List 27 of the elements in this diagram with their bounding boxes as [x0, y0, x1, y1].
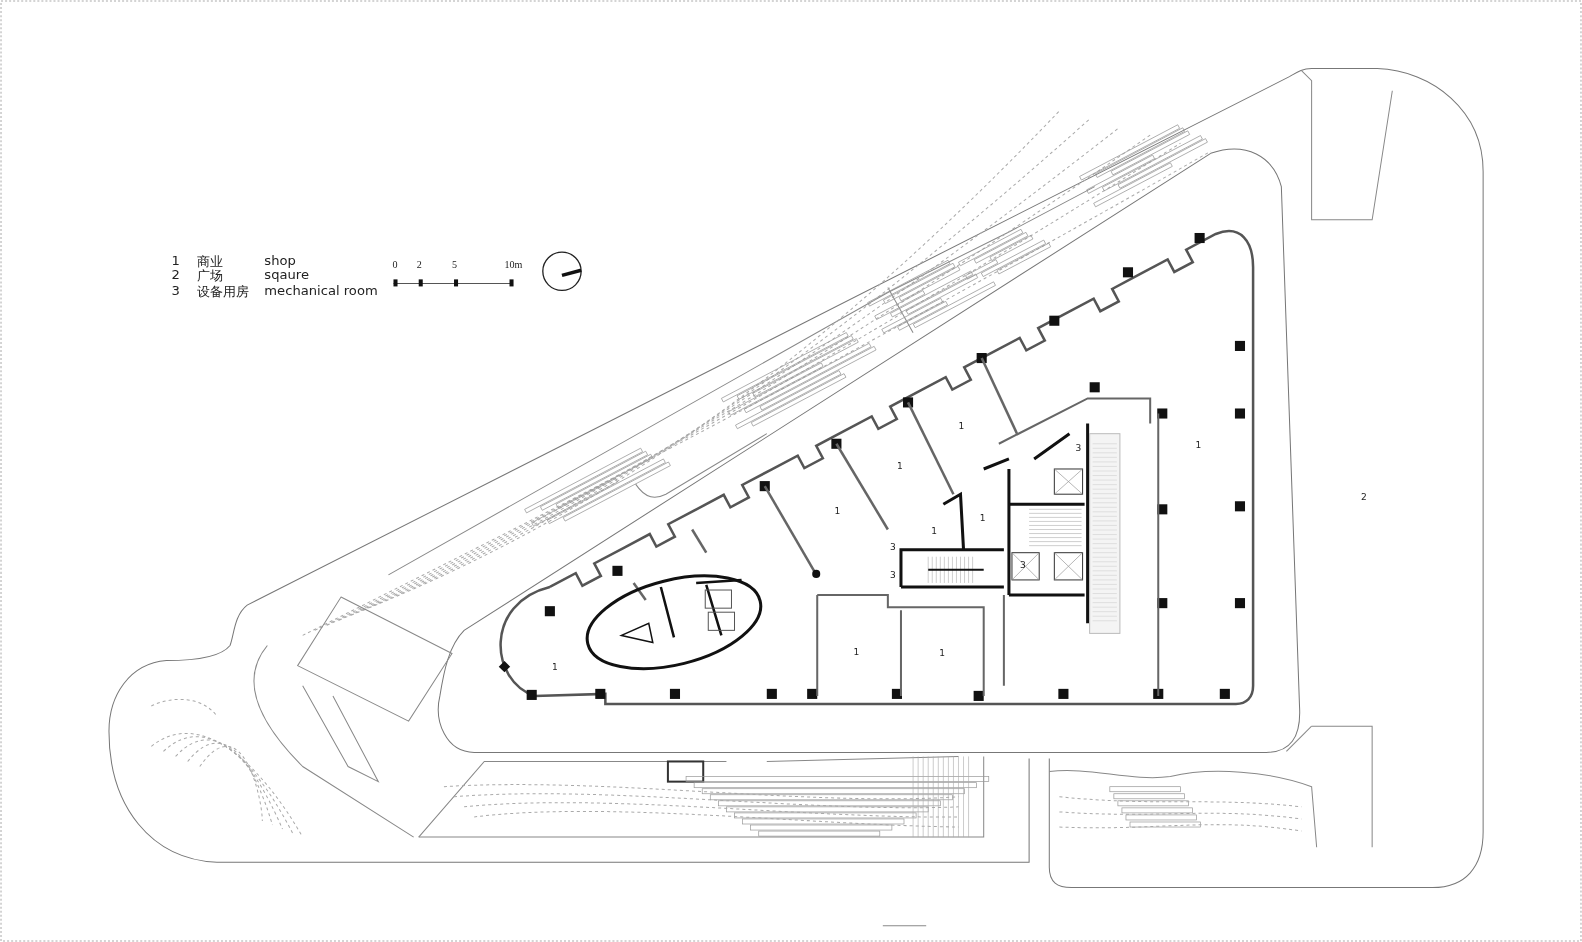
legend-number: 2 — [171, 267, 180, 283]
room-number: 1 — [1195, 439, 1202, 450]
room-number: 2 — [1361, 492, 1367, 503]
legend-text: mechanical room — [264, 282, 378, 298]
legend-text: 设备用房 — [196, 282, 250, 301]
room-number: 1 — [931, 525, 938, 536]
scale-label: 2 — [416, 259, 422, 271]
legend-text: 广场 — [196, 268, 223, 285]
room-number: 3 — [1020, 559, 1026, 570]
scale-label: 0 — [392, 259, 398, 271]
scale-label: 10m — [504, 259, 523, 271]
room-number: 1 — [551, 661, 558, 672]
scale-label: 5 — [452, 259, 458, 271]
room-number: 3 — [1075, 442, 1082, 453]
legend-text: sqaure — [264, 267, 310, 283]
room-number: 1 — [979, 513, 986, 524]
room-number: 1 — [853, 646, 860, 657]
room-number: 1 — [939, 647, 946, 658]
room-number: 3 — [889, 541, 896, 552]
legend-number: 1 — [171, 253, 180, 269]
legend-number: 3 — [171, 282, 180, 298]
legend-text: 商业 — [196, 253, 223, 270]
legend-text: shop — [264, 253, 296, 269]
room-number: 3 — [889, 569, 896, 580]
room-number: 1 — [958, 420, 965, 431]
room-number: 1 — [896, 460, 903, 471]
room-number: 1 — [834, 506, 841, 517]
